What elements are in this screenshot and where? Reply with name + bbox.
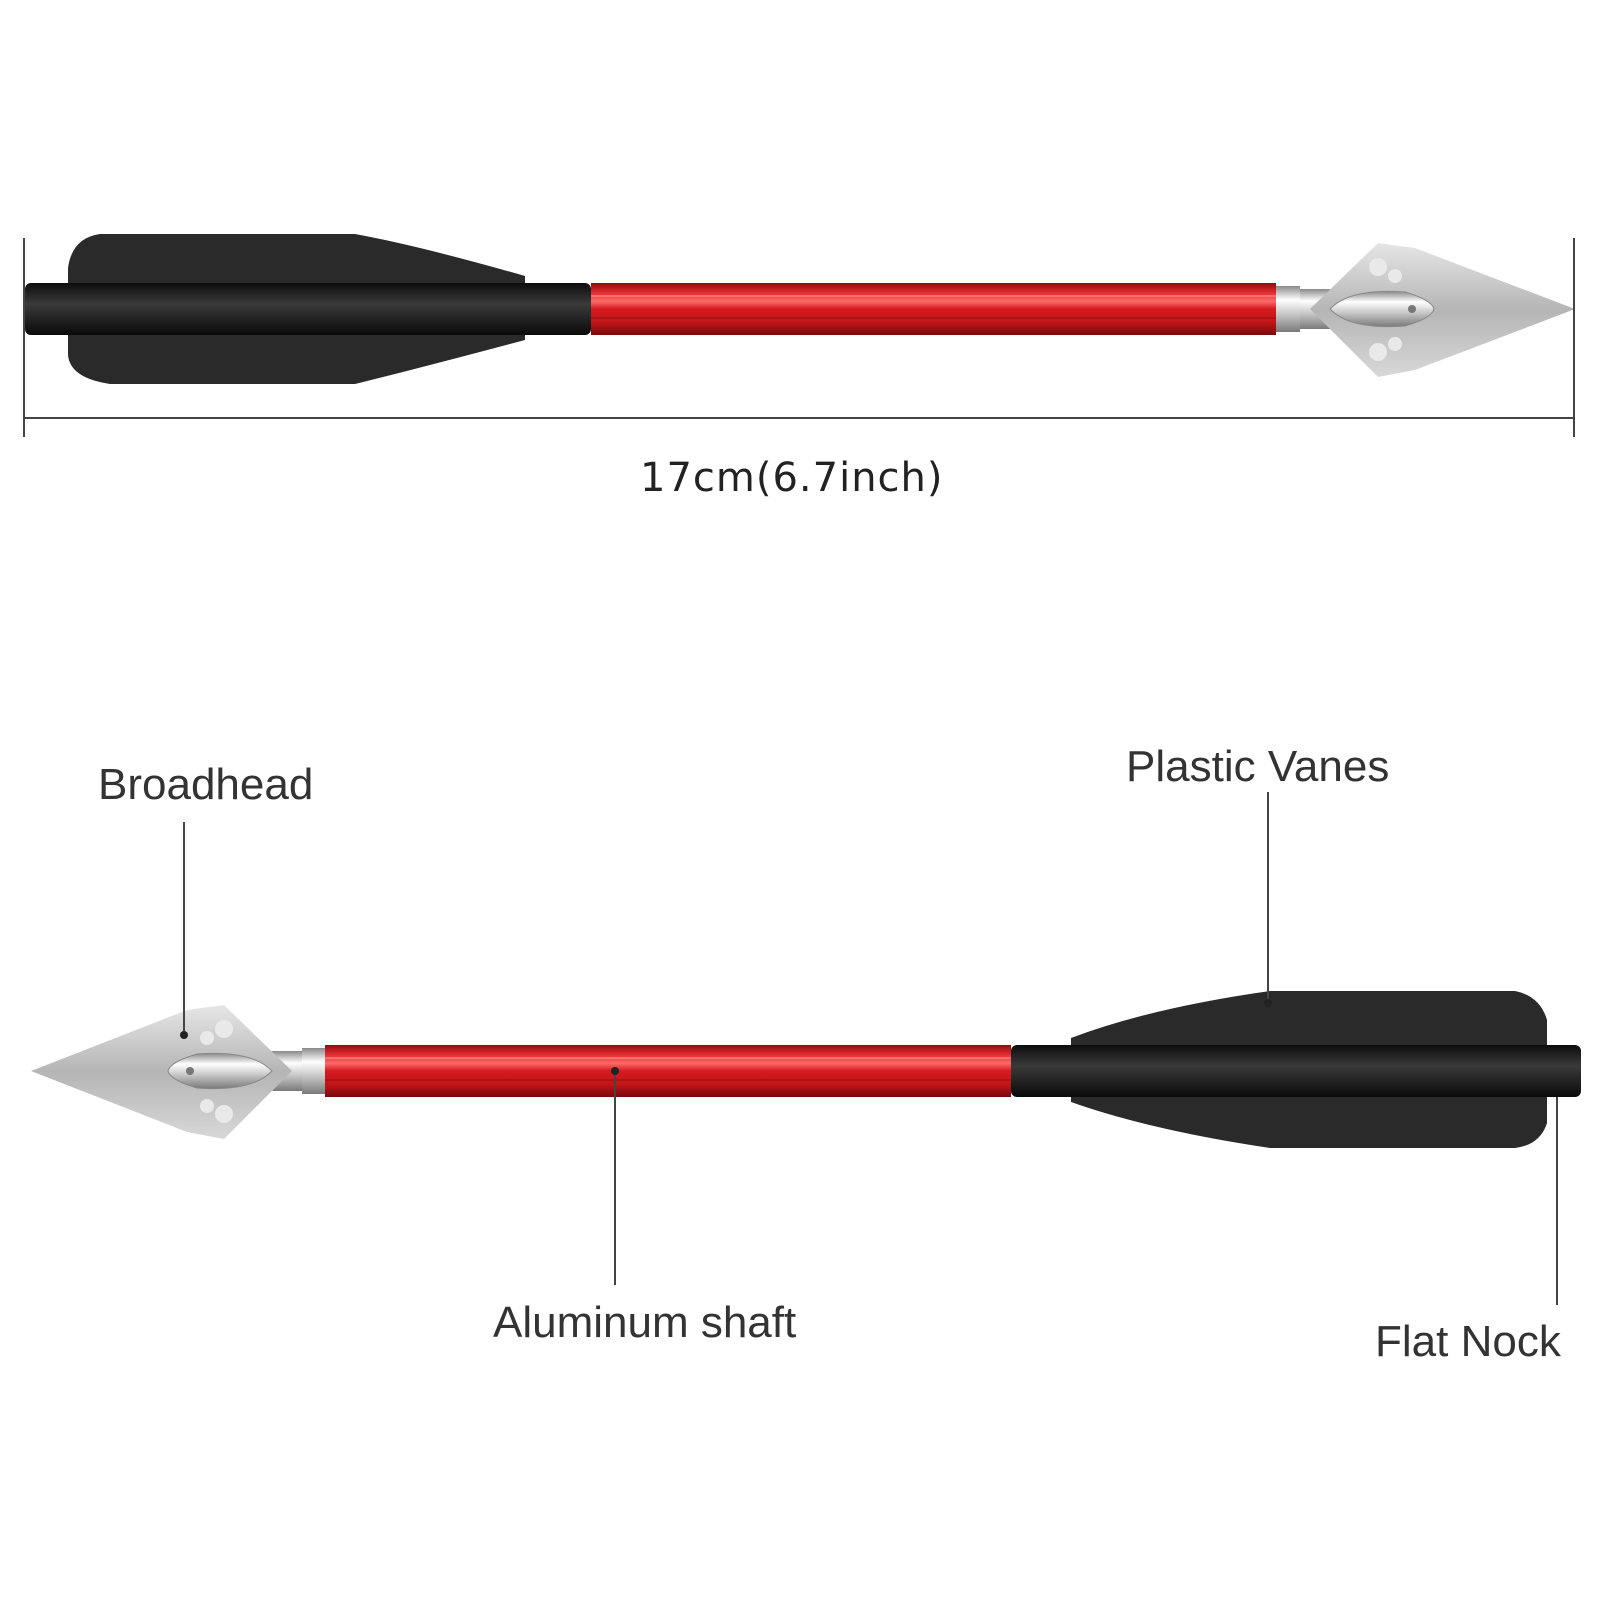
flat-nock-label: Flat Nock [1375,1317,1561,1366]
dimension-label: 17cm(6.7inch) [640,455,944,501]
callout-lines [183,792,1558,1305]
broadhead-label: Broadhead [98,760,314,809]
top-nock [25,283,591,335]
top-shaft [591,283,1276,335]
bottom-nock [1011,1045,1581,1097]
bottom-shaft [325,1045,1011,1097]
top-ferrule [1276,286,1300,332]
plastic-vanes-label: Plastic Vanes [1126,742,1390,791]
aluminum-shaft-label: Aluminum shaft [493,1298,797,1347]
bottom-arrow [31,991,1581,1148]
bottom-ferrule [302,1048,325,1094]
callout-dots [180,999,1272,1075]
top-arrow [25,234,1575,384]
dimension-line [23,238,1575,437]
